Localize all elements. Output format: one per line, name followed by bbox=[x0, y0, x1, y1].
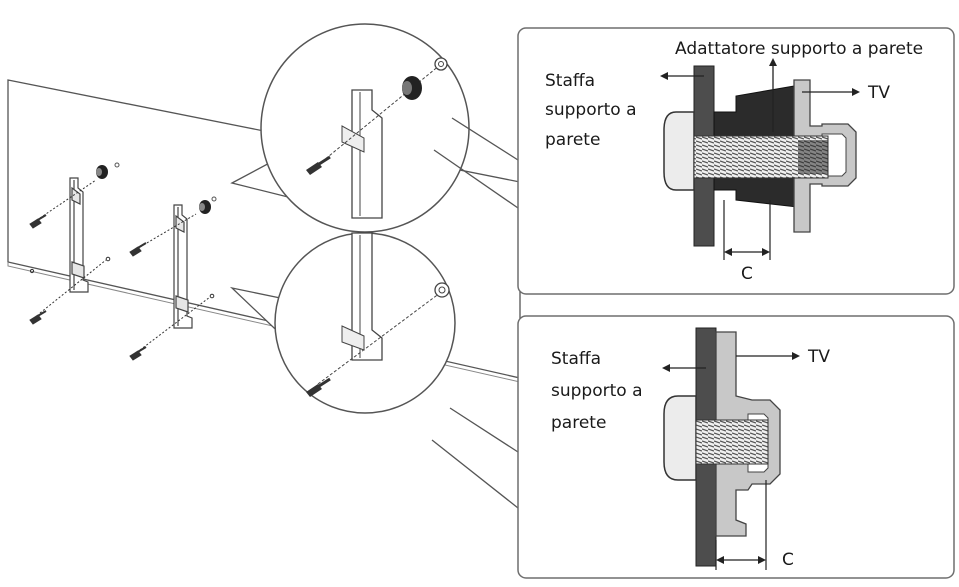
detail-box-with-adapter: Adattatore supporto a parete Staffa supp… bbox=[517, 27, 955, 295]
bracket-label-line-2: supporto a bbox=[551, 381, 643, 401]
tv-label: TV bbox=[807, 347, 830, 367]
callout-connector-bottom-2 bbox=[449, 407, 519, 453]
spacer-adapter-icon bbox=[96, 162, 217, 214]
detail-box-without-adapter: Staffa supporto a parete TV C bbox=[517, 315, 955, 579]
callout-connector-top bbox=[433, 149, 519, 209]
wall-bracket-left bbox=[69, 177, 89, 293]
screw-thread bbox=[695, 419, 769, 465]
mounting-screws bbox=[29, 179, 215, 361]
tv-label: TV bbox=[867, 83, 890, 103]
callout-connector-top-2 bbox=[451, 117, 519, 161]
zoom-callout-top bbox=[230, 23, 470, 233]
bracket-label-line-1: Staffa bbox=[545, 71, 595, 91]
wall-bracket-right bbox=[173, 204, 193, 329]
bracket-label-line-1: Staffa bbox=[551, 349, 601, 369]
dimension-label: C bbox=[741, 264, 753, 284]
screw-head-icon bbox=[663, 395, 697, 481]
screw-head-icon bbox=[663, 111, 695, 191]
bracket-label-line-2: supporto a bbox=[545, 100, 637, 120]
dimension-label: C bbox=[782, 550, 794, 570]
bracket-label-line-3: parete bbox=[551, 413, 606, 433]
callout-connector-bottom bbox=[431, 439, 519, 509]
adapter-label: Adattatore supporto a parete bbox=[675, 39, 923, 59]
bracket-label-line-3: parete bbox=[545, 130, 600, 150]
zoom-callout-bottom bbox=[229, 232, 456, 414]
